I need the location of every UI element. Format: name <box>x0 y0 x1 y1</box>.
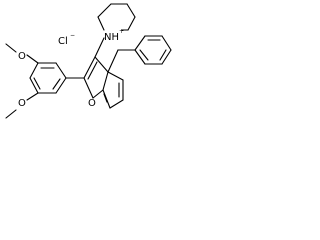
ammonium-label: NH <box>104 32 119 43</box>
chloride-charge: − <box>70 32 75 39</box>
chloride-counterion: Cl − <box>58 32 75 47</box>
methoxy-bottom-oxygen-label: O <box>18 98 26 109</box>
methoxy-top: O <box>5 43 39 64</box>
ring-oxygen-label: O <box>88 98 96 109</box>
benzyl-group <box>107 35 172 73</box>
dimethoxyphenyl-group <box>29 62 85 94</box>
ammonium-charge: + <box>119 28 124 35</box>
piperidinium-ring: NH + <box>97 3 136 43</box>
benzo-ring <box>102 71 124 109</box>
chemical-structure: Cl − NH + O <box>5 3 172 119</box>
methoxy-top-oxygen-label: O <box>18 51 26 62</box>
pyran-ring: O <box>83 56 109 109</box>
methylene-linker-bond <box>94 37 105 58</box>
chloride-label: Cl <box>58 36 68 47</box>
methoxy-bottom: O <box>5 92 39 119</box>
